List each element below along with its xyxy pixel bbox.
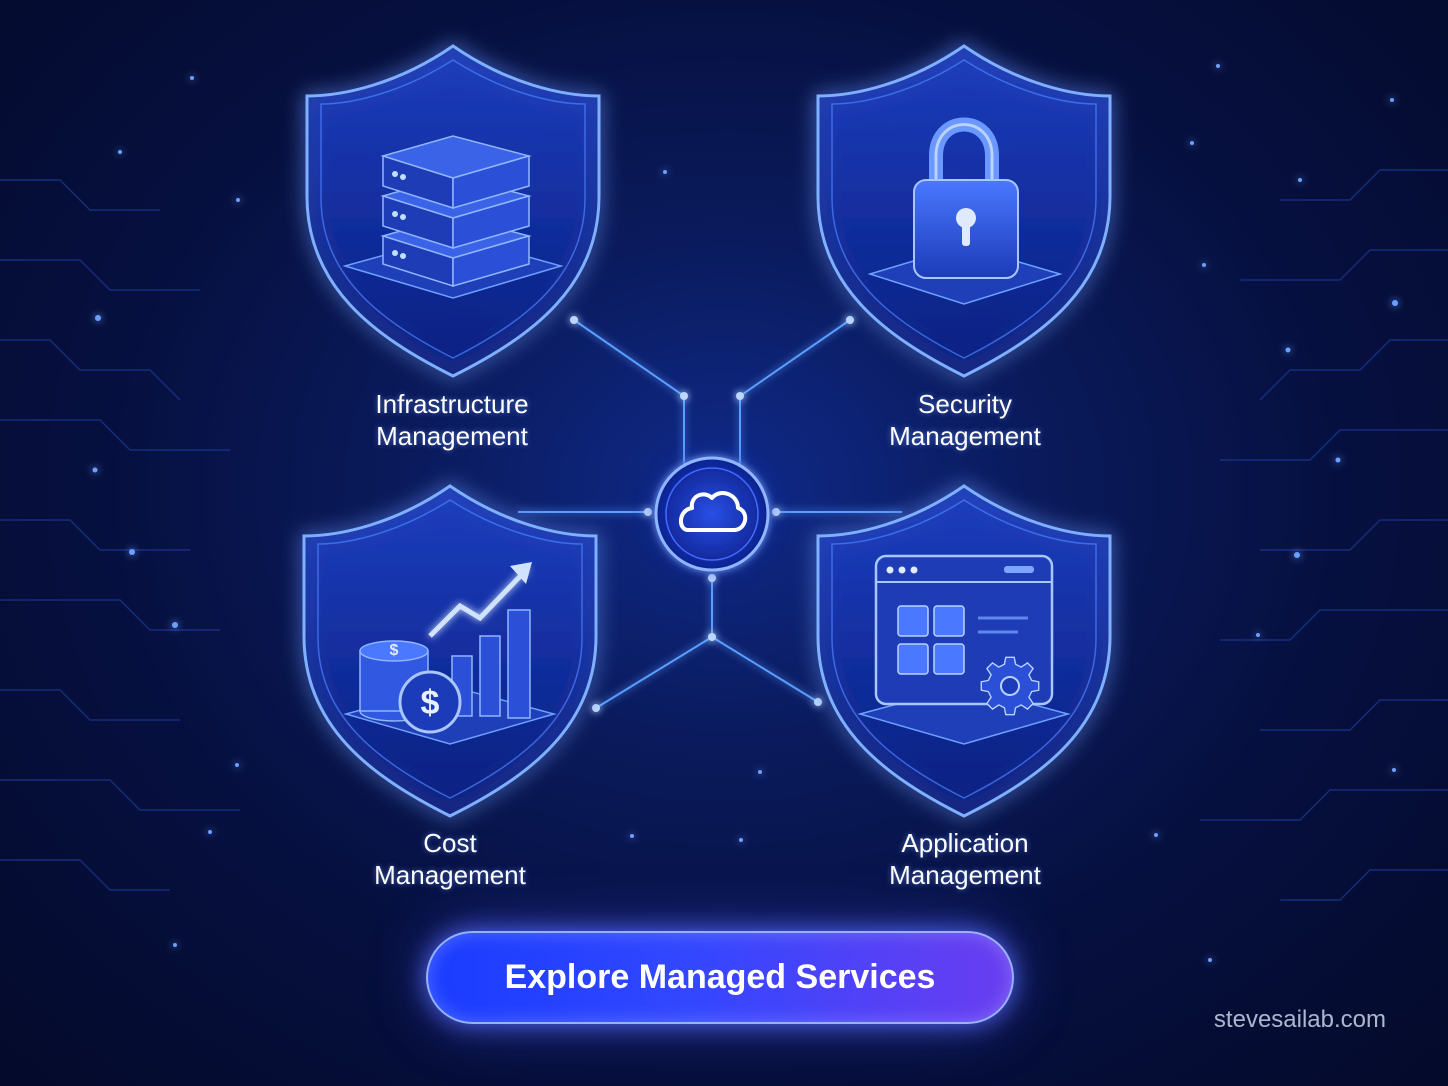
circuit-traces-right xyxy=(1200,169,1448,901)
circuit-traces-left xyxy=(0,179,240,891)
hub-cloud xyxy=(652,454,772,574)
cloud-icon xyxy=(679,491,748,532)
label-infrastructure-line1: Infrastructure xyxy=(375,389,529,419)
label-cost: Cost Management xyxy=(300,827,600,891)
label-infrastructure-line2: Management xyxy=(376,421,528,451)
label-application-line1: Application xyxy=(901,828,1029,858)
connector-cost xyxy=(595,636,713,709)
padlock-icon xyxy=(867,117,1063,305)
label-application-line2: Management xyxy=(889,860,1041,890)
server-stack-icon xyxy=(342,135,564,299)
explore-managed-services-button[interactable]: Explore Managed Services xyxy=(426,931,1014,1024)
watermark-text: stevesailab.com xyxy=(1213,1006,1386,1033)
connector-application xyxy=(711,636,819,703)
label-security: Security Management xyxy=(815,388,1115,452)
app-window-gear-icon xyxy=(857,554,1071,745)
svg-text:$: $ xyxy=(421,684,440,722)
label-security-line2: Management xyxy=(889,421,1041,451)
svg-text:$: $ xyxy=(390,642,399,659)
star-dots xyxy=(92,64,1398,962)
connector-nodes xyxy=(570,316,854,712)
label-application: Application Management xyxy=(815,827,1115,891)
cost-growth-icon: $ $ xyxy=(343,562,557,745)
shield-application xyxy=(816,484,1112,818)
label-cost-line1: Cost xyxy=(423,828,477,858)
label-infrastructure: Infrastructure Management xyxy=(302,388,602,452)
shield-security xyxy=(816,44,1112,378)
shield-cost: $ $ xyxy=(302,484,598,818)
shield-infrastructure xyxy=(305,44,601,378)
label-cost-line2: Management xyxy=(374,860,526,890)
label-security-line1: Security xyxy=(918,389,1012,419)
